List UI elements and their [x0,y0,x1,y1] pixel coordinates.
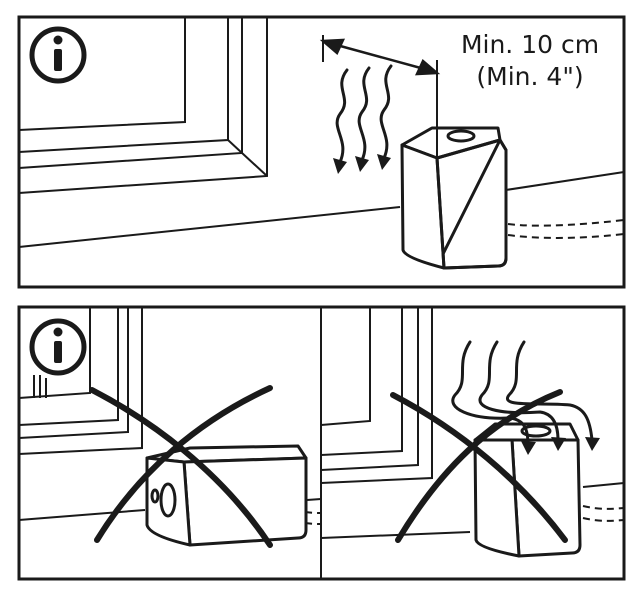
cross-out-icon [89,385,273,548]
info-circle-icon-bottom [29,318,87,376]
dashed-floor-right [582,505,625,522]
speaker-box [400,126,508,270]
distance-label-metric: Min. 10 cm [460,30,600,59]
dashed-floor-line [507,219,625,239]
window-sill [18,171,625,248]
speaker-box-upright [473,422,582,558]
panel-top [17,15,626,289]
speaker-box-side [145,444,308,547]
info-circle-icon [29,26,87,84]
window-frame-right [320,307,625,539]
window-frame [18,17,268,194]
cross-out-icon-right [390,389,568,543]
scene-wrong-orientation [18,307,322,548]
heat-arrowheads-bottom [521,437,600,455]
heat-wave-icon [335,64,393,164]
distance-arrow [319,38,441,76]
distance-label-imperial: (Min. 4") [476,62,584,91]
scene-too-close [320,307,625,558]
heat-wave-icon-bottom [451,340,594,447]
heat-arrowheads [333,154,391,174]
window-frame-left [18,307,322,521]
panel-bottom [17,305,626,581]
